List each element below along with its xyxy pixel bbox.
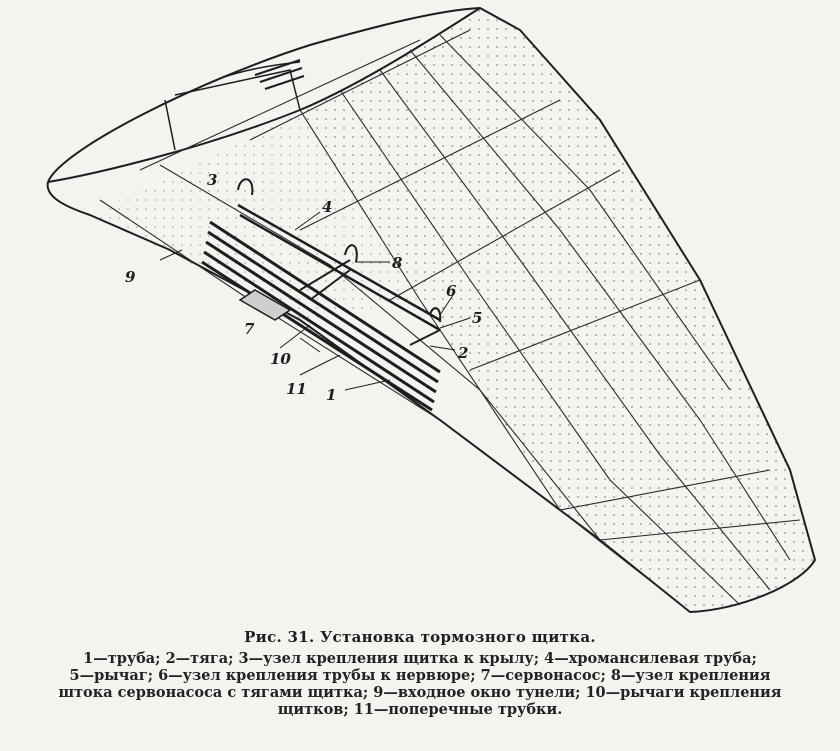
legend-line: 1—труба; 2—тяга; 3—узел крепления щитка …	[83, 650, 757, 667]
legend-line: 5—рычаг; 6—узел крепления трубы к нервюр…	[69, 667, 771, 684]
callout-4: 4	[322, 198, 332, 216]
wing-brake-flap-drawing: 3 4 8 6 5 2 9 7 10 11 1	[46, 6, 817, 614]
root-rib	[47, 7, 481, 183]
legend-line: щитков; 11—поперечные трубки.	[277, 701, 563, 718]
legend-line: штока сервонасоса с тягами щитка; 9—вход…	[58, 684, 782, 701]
figure-caption: Рис. 31. Установка тормозного щитка. 1—т…	[0, 628, 840, 718]
callout-10: 10	[270, 350, 291, 368]
callout-2: 2	[457, 344, 468, 362]
callout-11: 11	[286, 380, 307, 398]
figure-legend: 1—труба; 2—тяга; 3—узел крепления щитка …	[5, 650, 835, 718]
callout-1: 1	[326, 386, 336, 404]
callout-8: 8	[392, 254, 403, 272]
callout-6: 6	[446, 282, 457, 300]
callout-7: 7	[244, 320, 255, 338]
leader-lines	[159, 211, 471, 391]
callout-9: 9	[125, 268, 136, 286]
callout-5: 5	[472, 309, 482, 327]
rivet-field	[300, 8, 815, 612]
callout-3: 3	[207, 171, 217, 189]
brake-flap-assembly	[201, 178, 442, 412]
wing-illustration: 3 4 8 6 5 2 9 7 10 11 1	[46, 6, 817, 614]
figure-title: Рис. 31. Установка тормозного щитка.	[244, 628, 596, 646]
